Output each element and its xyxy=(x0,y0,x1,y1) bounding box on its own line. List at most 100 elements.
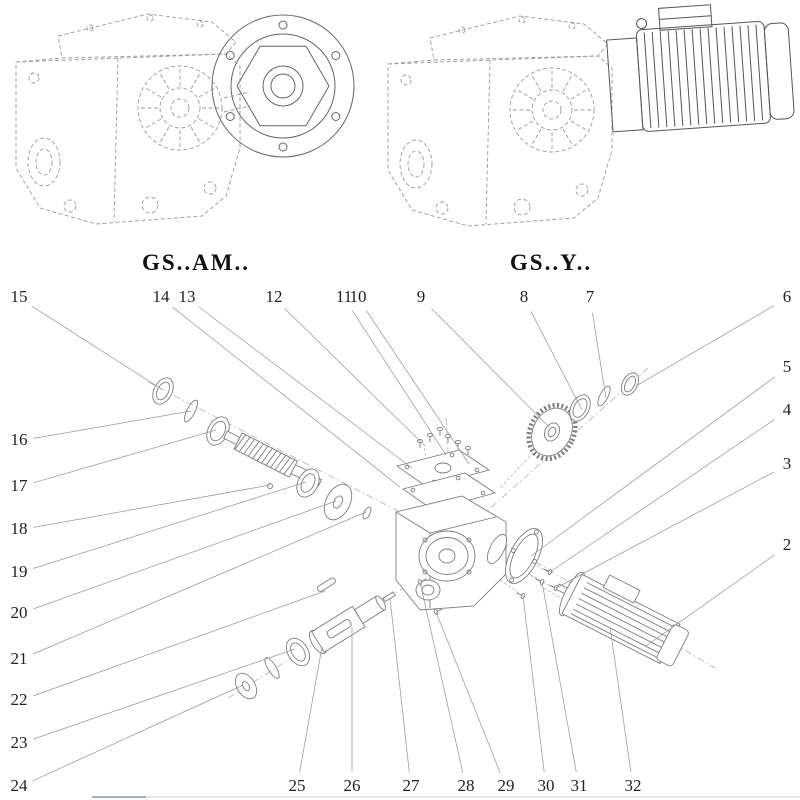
leader-line-5 xyxy=(530,376,776,557)
callout-number-5: 5 xyxy=(783,357,792,376)
callout-number-17: 17 xyxy=(11,476,29,495)
shaft-line xyxy=(223,91,251,99)
callout-number-4: 4 xyxy=(783,400,792,419)
variant-label-left: GS..AM.. xyxy=(142,250,250,275)
leader-line-18 xyxy=(33,484,271,528)
callout-number-15: 15 xyxy=(11,287,28,306)
callout-number-6: 6 xyxy=(783,287,792,306)
part-bearing xyxy=(206,416,230,446)
leader-line-4 xyxy=(549,419,775,573)
leader-line-29 xyxy=(435,611,501,774)
motor-drawing xyxy=(606,4,795,133)
callout-number-2: 2 xyxy=(783,535,792,554)
centerline-input-axis xyxy=(147,381,401,513)
fan-cowl xyxy=(763,22,795,120)
callout-number-7: 7 xyxy=(586,287,595,306)
leader-line-23 xyxy=(33,648,296,740)
part-key xyxy=(317,577,336,592)
gearbox-housing-outline xyxy=(387,15,613,227)
lifting-eye xyxy=(636,18,648,30)
leader-line-25 xyxy=(299,646,323,773)
leader-line-30 xyxy=(522,595,545,773)
callout-number-19: 19 xyxy=(11,562,28,581)
leader-line-6 xyxy=(635,305,775,387)
leader-line-10 xyxy=(365,310,470,465)
callout-number-24: 24 xyxy=(11,776,29,795)
part-housing xyxy=(395,495,508,611)
leader-line-32 xyxy=(609,626,632,773)
part-motor xyxy=(555,571,689,667)
part-output-shaft xyxy=(308,595,387,654)
callout-number-28: 28 xyxy=(458,776,475,795)
motor-terminal-box xyxy=(602,574,641,604)
leader-line-21 xyxy=(32,511,367,655)
part-pin xyxy=(382,591,396,603)
callout-number-29: 29 xyxy=(498,776,515,795)
callout-number-13: 13 xyxy=(179,287,196,306)
part-snap-ring xyxy=(184,399,198,423)
callout-number-9: 9 xyxy=(417,287,426,306)
gearbox-motor-view xyxy=(387,4,795,227)
part-flange-gasket xyxy=(505,528,543,584)
leader-line-9 xyxy=(431,308,550,428)
callout-number-23: 23 xyxy=(11,733,28,752)
leader-line-27 xyxy=(389,597,410,773)
callout-number-26: 26 xyxy=(344,776,361,795)
flange-hexagon xyxy=(236,45,330,127)
callout-number-32: 32 xyxy=(625,776,642,795)
leader-line-12 xyxy=(284,308,426,447)
part-washer xyxy=(234,672,258,700)
callout-number-10: 10 xyxy=(350,287,367,306)
part-worm-shaft xyxy=(223,430,323,487)
motor-fan-cowl xyxy=(656,624,689,667)
part-worm-gear-disc xyxy=(323,483,353,521)
leader-line-15 xyxy=(31,305,164,391)
output-flange xyxy=(211,14,355,158)
part-snap-ring xyxy=(264,657,280,679)
leader-line-28 xyxy=(419,581,464,773)
leader-line-22 xyxy=(32,590,326,697)
part-bearing xyxy=(296,468,320,498)
leader-line-31 xyxy=(541,581,577,773)
part-cover-screws xyxy=(416,426,472,456)
callout-number-25: 25 xyxy=(289,776,306,795)
leader-line-24 xyxy=(32,684,244,782)
callout-number-20: 20 xyxy=(11,603,28,622)
part-ring xyxy=(569,394,591,422)
part-ring xyxy=(620,372,640,396)
leader-line-2 xyxy=(645,554,776,647)
callout-number-31: 31 xyxy=(571,776,588,795)
part-pin xyxy=(267,483,273,489)
callout-number-3: 3 xyxy=(783,454,792,473)
leader-line-8 xyxy=(530,311,583,411)
callout-number-14: 14 xyxy=(153,287,171,306)
leader-line-20 xyxy=(32,500,337,610)
leader-line-16 xyxy=(33,410,192,439)
callout-number-27: 27 xyxy=(403,776,421,795)
leader-line-17 xyxy=(33,429,217,484)
part-bearing xyxy=(285,637,311,667)
leader-line-7 xyxy=(592,312,607,399)
callout-number-12: 12 xyxy=(266,287,283,306)
leader-line-14 xyxy=(172,307,401,488)
gearbox-housing-outline xyxy=(15,13,241,225)
shaft-line xyxy=(223,105,251,113)
part-seal-ring xyxy=(152,377,174,405)
terminal-box xyxy=(658,4,713,31)
gearbox-flange-view xyxy=(15,13,355,225)
leader-line-11 xyxy=(351,310,447,456)
callout-number-16: 16 xyxy=(11,430,28,449)
callout-number-21: 21 xyxy=(11,649,28,668)
callout-number-22: 22 xyxy=(11,690,28,709)
leader-line-19 xyxy=(33,481,307,569)
callout-number-11: 11 xyxy=(336,287,352,306)
leader-line-13 xyxy=(198,306,413,469)
part-circlip xyxy=(597,385,611,407)
exploded-assembly xyxy=(147,367,716,700)
variant-label-right: GS..Y.. xyxy=(510,250,592,275)
callout-number-8: 8 xyxy=(520,287,529,306)
callout-number-30: 30 xyxy=(538,776,555,795)
